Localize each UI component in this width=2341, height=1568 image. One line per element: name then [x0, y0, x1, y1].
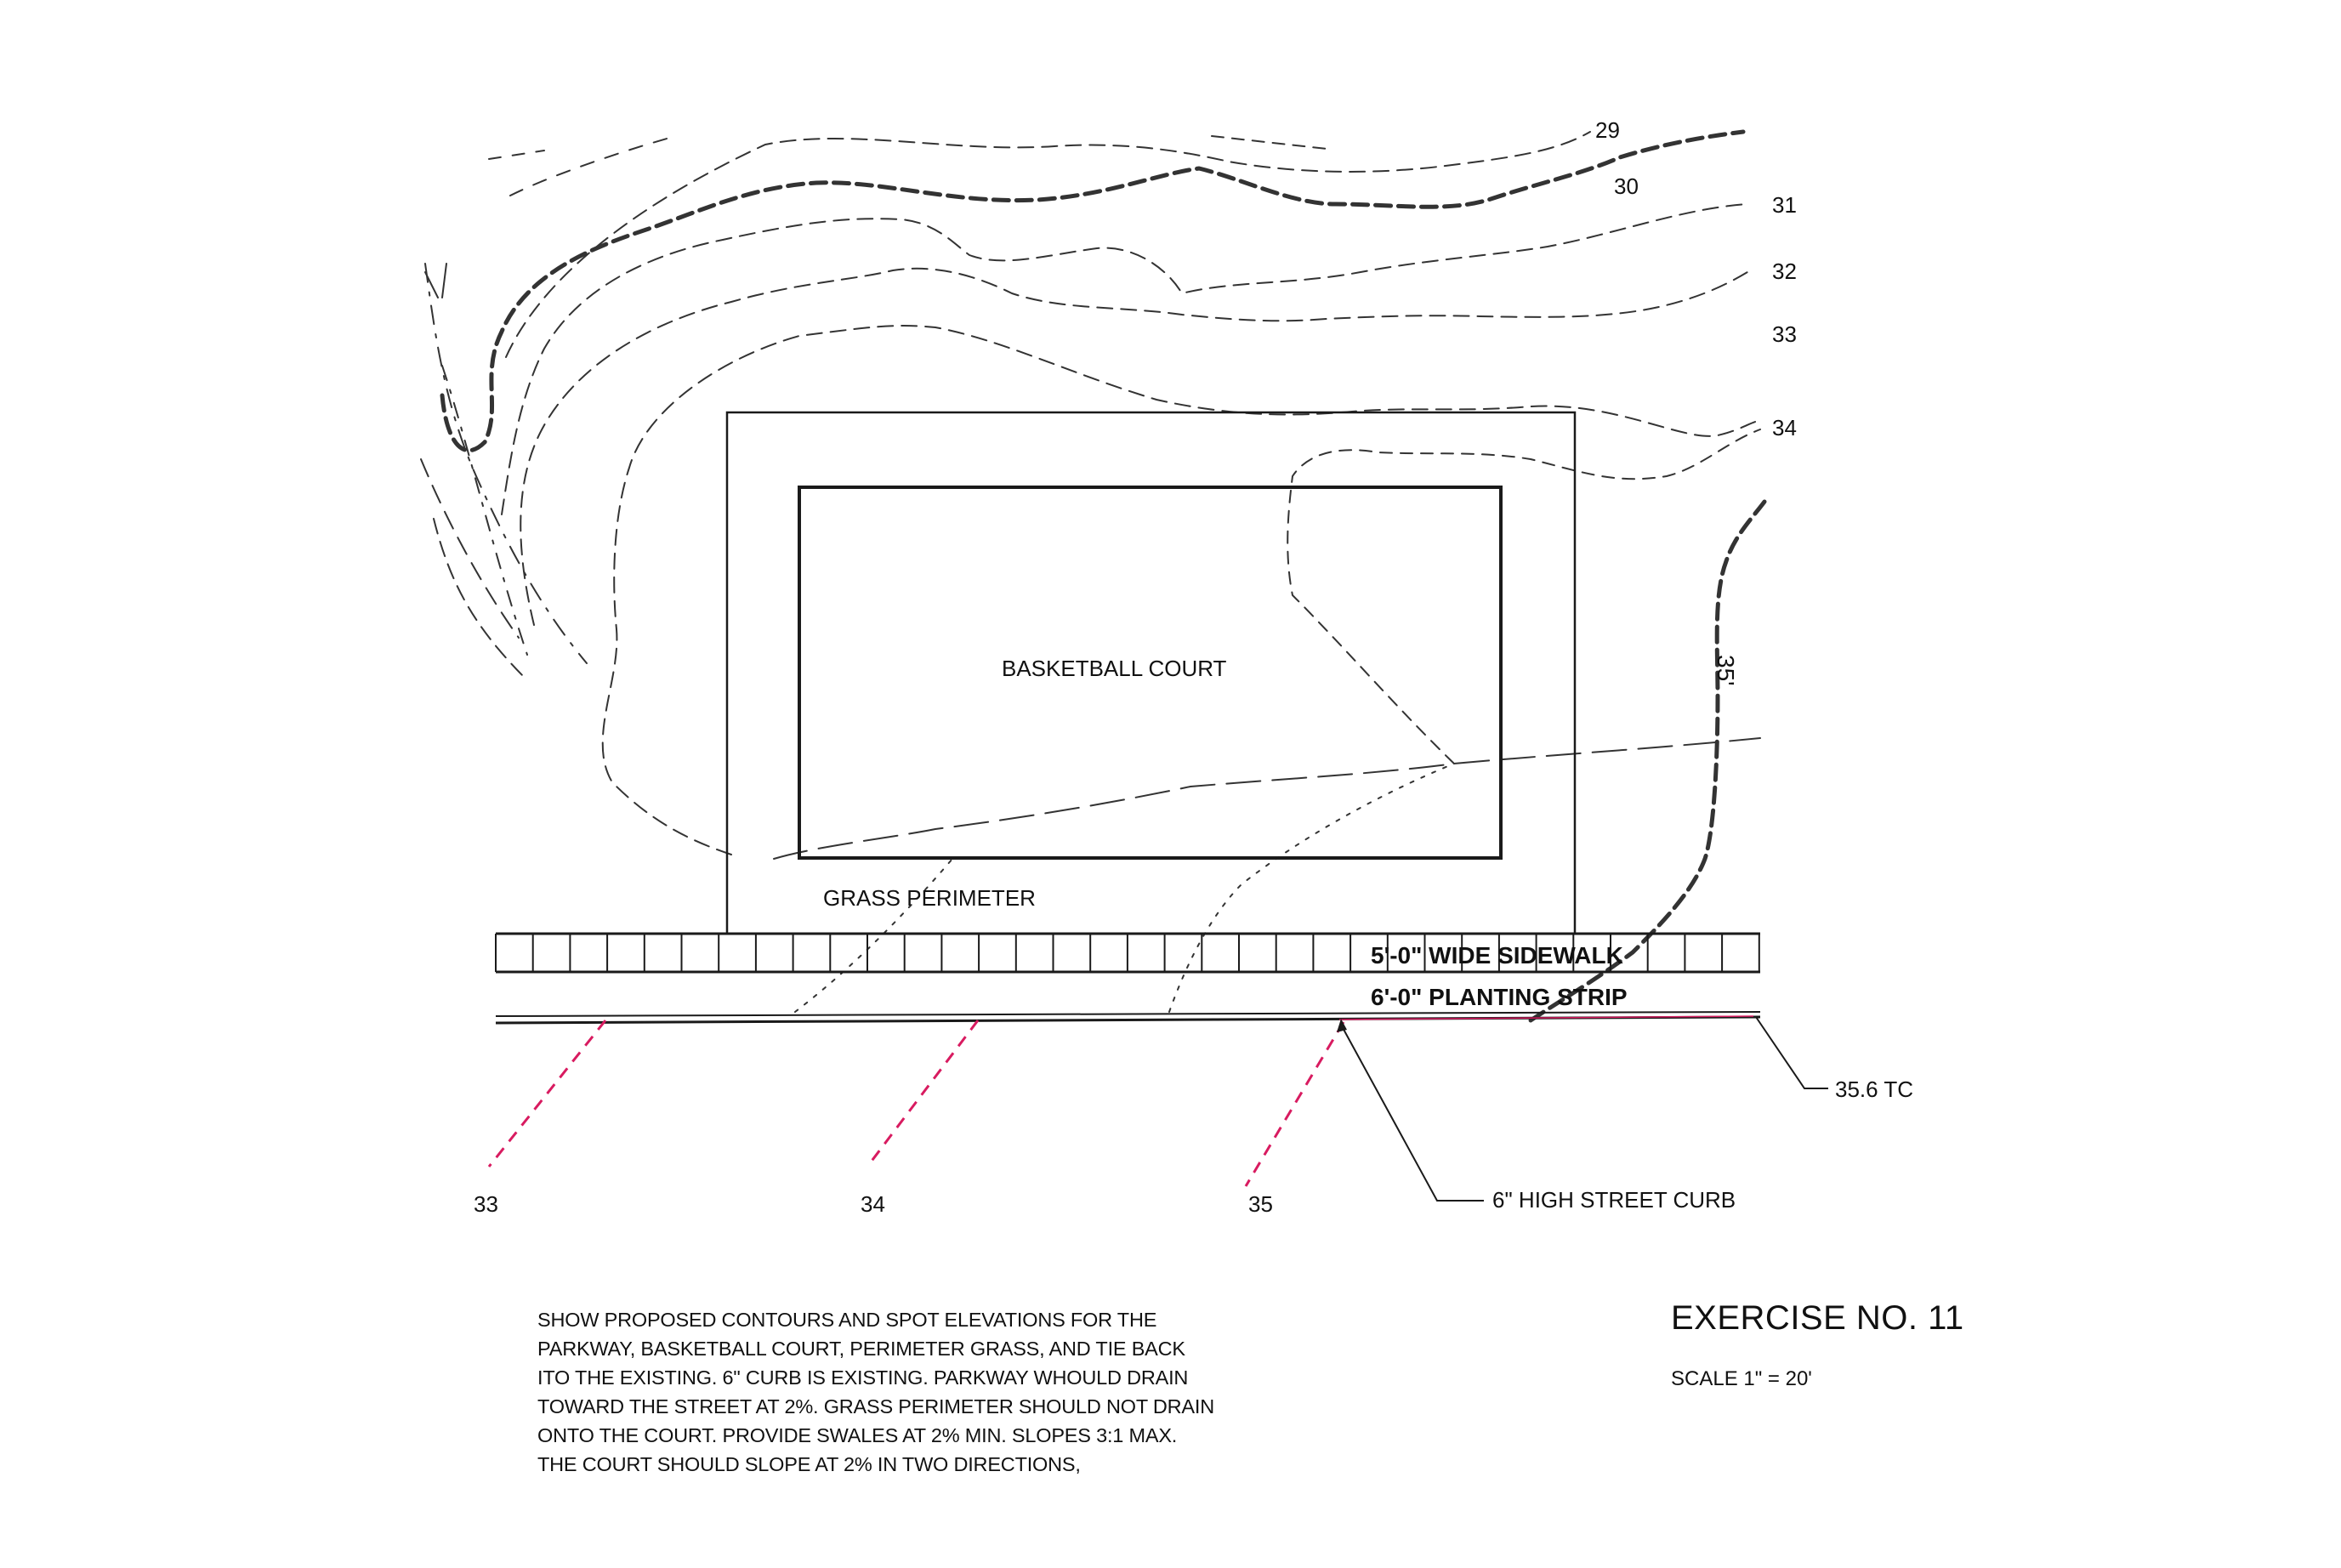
contour-label-34: 34	[1772, 415, 1797, 440]
contour-31	[501, 203, 1748, 515]
instruction-line: ITO THE EXISTING. 6" CURB IS EXISTING. P…	[537, 1366, 1189, 1389]
instruction-line: PARKWAY, BASKETBALL COURT, PERIMETER GRA…	[537, 1338, 1185, 1360]
contour-fragment	[1211, 135, 1327, 150]
exercise-instructions: SHOW PROPOSED CONTOURS AND SPOT ELEVATIO…	[537, 1305, 1303, 1479]
contour-fragment	[509, 135, 677, 196]
scale-label: SCALE 1" = 20'	[1671, 1367, 1812, 1390]
exercise-title: EXERCISE NO. 11	[1671, 1299, 1964, 1337]
grass-perimeter-label: GRASS PERIMETER	[823, 885, 1036, 911]
contour-label-35-prime: 35'	[1713, 655, 1739, 686]
instruction-line: THE COURT SHOULD SLOPE AT 2% IN TWO DIRE…	[537, 1453, 1081, 1475]
contour-34-loop	[1287, 429, 1761, 764]
sidewalk-label: 5'-0" WIDE SIDEWALK	[1371, 942, 1623, 969]
instruction-line: SHOW PROPOSED CONTOURS AND SPOT ELEVATIO…	[537, 1309, 1157, 1331]
contour-swale	[433, 518, 528, 681]
tc-leader	[1755, 1016, 1828, 1089]
proposed-contour-34	[866, 1020, 980, 1167]
contour-label-30: 30	[1614, 173, 1639, 199]
basketball-court-boundary	[798, 486, 1503, 860]
basketball-court-label: BASKETBALL COURT	[1002, 656, 1227, 681]
contour-35-lower	[1168, 763, 1455, 1013]
contour-swale	[441, 365, 528, 656]
contour-swale	[424, 263, 447, 298]
contour-swale	[424, 263, 588, 664]
top-of-curb-label: 35.6 TC	[1835, 1077, 1913, 1102]
contour-34	[773, 737, 1761, 860]
contour-label-33: 33	[1772, 321, 1797, 347]
curb-highlight	[1338, 1015, 1754, 1020]
sidewalk-joints	[495, 934, 1760, 972]
planting-strip-label: 6'-0" PLANTING STRIP	[1371, 984, 1628, 1010]
contour-33	[601, 325, 1761, 855]
proposed-label-34: 34	[861, 1191, 885, 1217]
contour-label-29: 29	[1595, 117, 1620, 143]
proposed-contour-35	[1244, 1021, 1345, 1187]
proposed-contour-33	[487, 1020, 607, 1167]
proposed-label-35: 35	[1248, 1191, 1273, 1217]
contour-label-32: 32	[1772, 258, 1797, 284]
contour-34-lower	[794, 858, 953, 1013]
contour-35	[1528, 499, 1767, 1023]
contour-fragment	[488, 150, 545, 160]
contour-32	[520, 267, 1748, 626]
curb-leader-arrow	[1337, 1019, 1347, 1032]
proposed-label-33: 33	[474, 1191, 498, 1217]
curb-leader	[1340, 1024, 1484, 1202]
curb-line-back	[495, 1011, 1761, 1017]
contour-swale	[420, 458, 520, 639]
contour-label-31: 31	[1772, 192, 1797, 218]
street-curb-label: 6" HIGH STREET CURB	[1492, 1187, 1736, 1213]
contour-29	[505, 131, 1591, 358]
contour-30	[440, 129, 1746, 453]
instruction-line: ONTO THE COURT. PROVIDE SWALES AT 2% MIN…	[537, 1424, 1178, 1446]
instruction-line: TOWARD THE STREET AT 2%. GRASS PERIMETER…	[537, 1395, 1215, 1417]
